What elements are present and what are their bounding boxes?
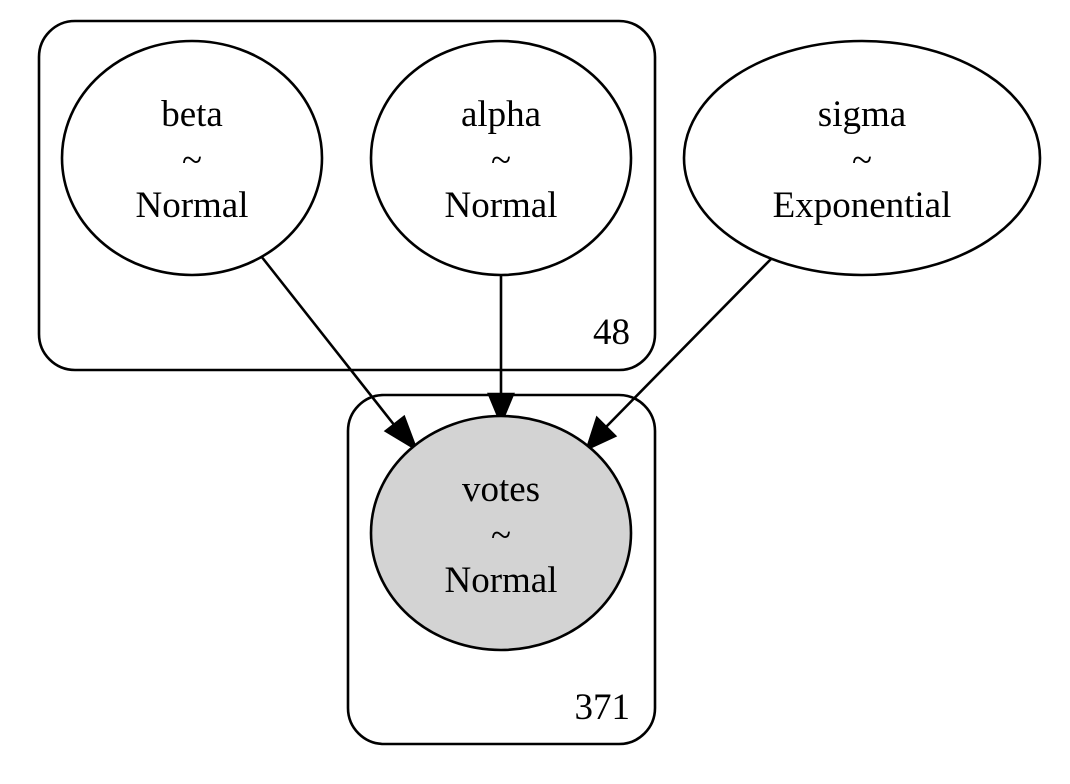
node-alpha-tilde: ~ bbox=[491, 140, 511, 181]
plate-parameters-count: 48 bbox=[593, 312, 630, 353]
node-votes-distribution: Normal bbox=[444, 560, 557, 601]
edge-beta-votes-line bbox=[259, 255, 397, 427]
node-beta-shape bbox=[60, 39, 324, 277]
edge-sigma-votes-line bbox=[605, 258, 772, 428]
node-sigma: sigma ~ Exponential bbox=[682, 39, 1042, 277]
node-beta-distribution: Normal bbox=[135, 185, 248, 226]
node-votes: votes ~ Normal bbox=[369, 414, 633, 652]
edge-sigma-votes bbox=[584, 258, 772, 452]
node-votes-name: votes bbox=[462, 469, 540, 510]
plate-parameters: 48 bbox=[37, 19, 657, 372]
node-beta-name: beta bbox=[161, 94, 223, 135]
node-alpha-name: alpha bbox=[461, 94, 541, 135]
node-beta-tilde: ~ bbox=[182, 140, 202, 181]
edge-beta-votes-arrowhead bbox=[383, 414, 419, 453]
edge-alpha-votes-arrowhead bbox=[487, 392, 515, 427]
plate-observations-count: 371 bbox=[575, 687, 631, 728]
edge-sigma-votes-arrowhead bbox=[584, 415, 618, 452]
node-alpha-shape bbox=[369, 39, 633, 277]
node-sigma-tilde: ~ bbox=[852, 140, 872, 181]
node-sigma-distribution: Exponential bbox=[773, 185, 952, 226]
edge-beta-votes bbox=[259, 255, 419, 453]
node-votes-tilde: ~ bbox=[491, 515, 511, 556]
node-beta: beta ~ Normal bbox=[60, 39, 324, 277]
plate-parameters-frame bbox=[37, 19, 657, 372]
node-votes-shape bbox=[369, 414, 633, 652]
node-alpha: alpha ~ Normal bbox=[369, 39, 633, 277]
edge-alpha-votes bbox=[487, 275, 515, 427]
node-alpha-distribution: Normal bbox=[444, 185, 557, 226]
node-sigma-shape bbox=[682, 39, 1042, 277]
node-sigma-name: sigma bbox=[818, 94, 906, 135]
